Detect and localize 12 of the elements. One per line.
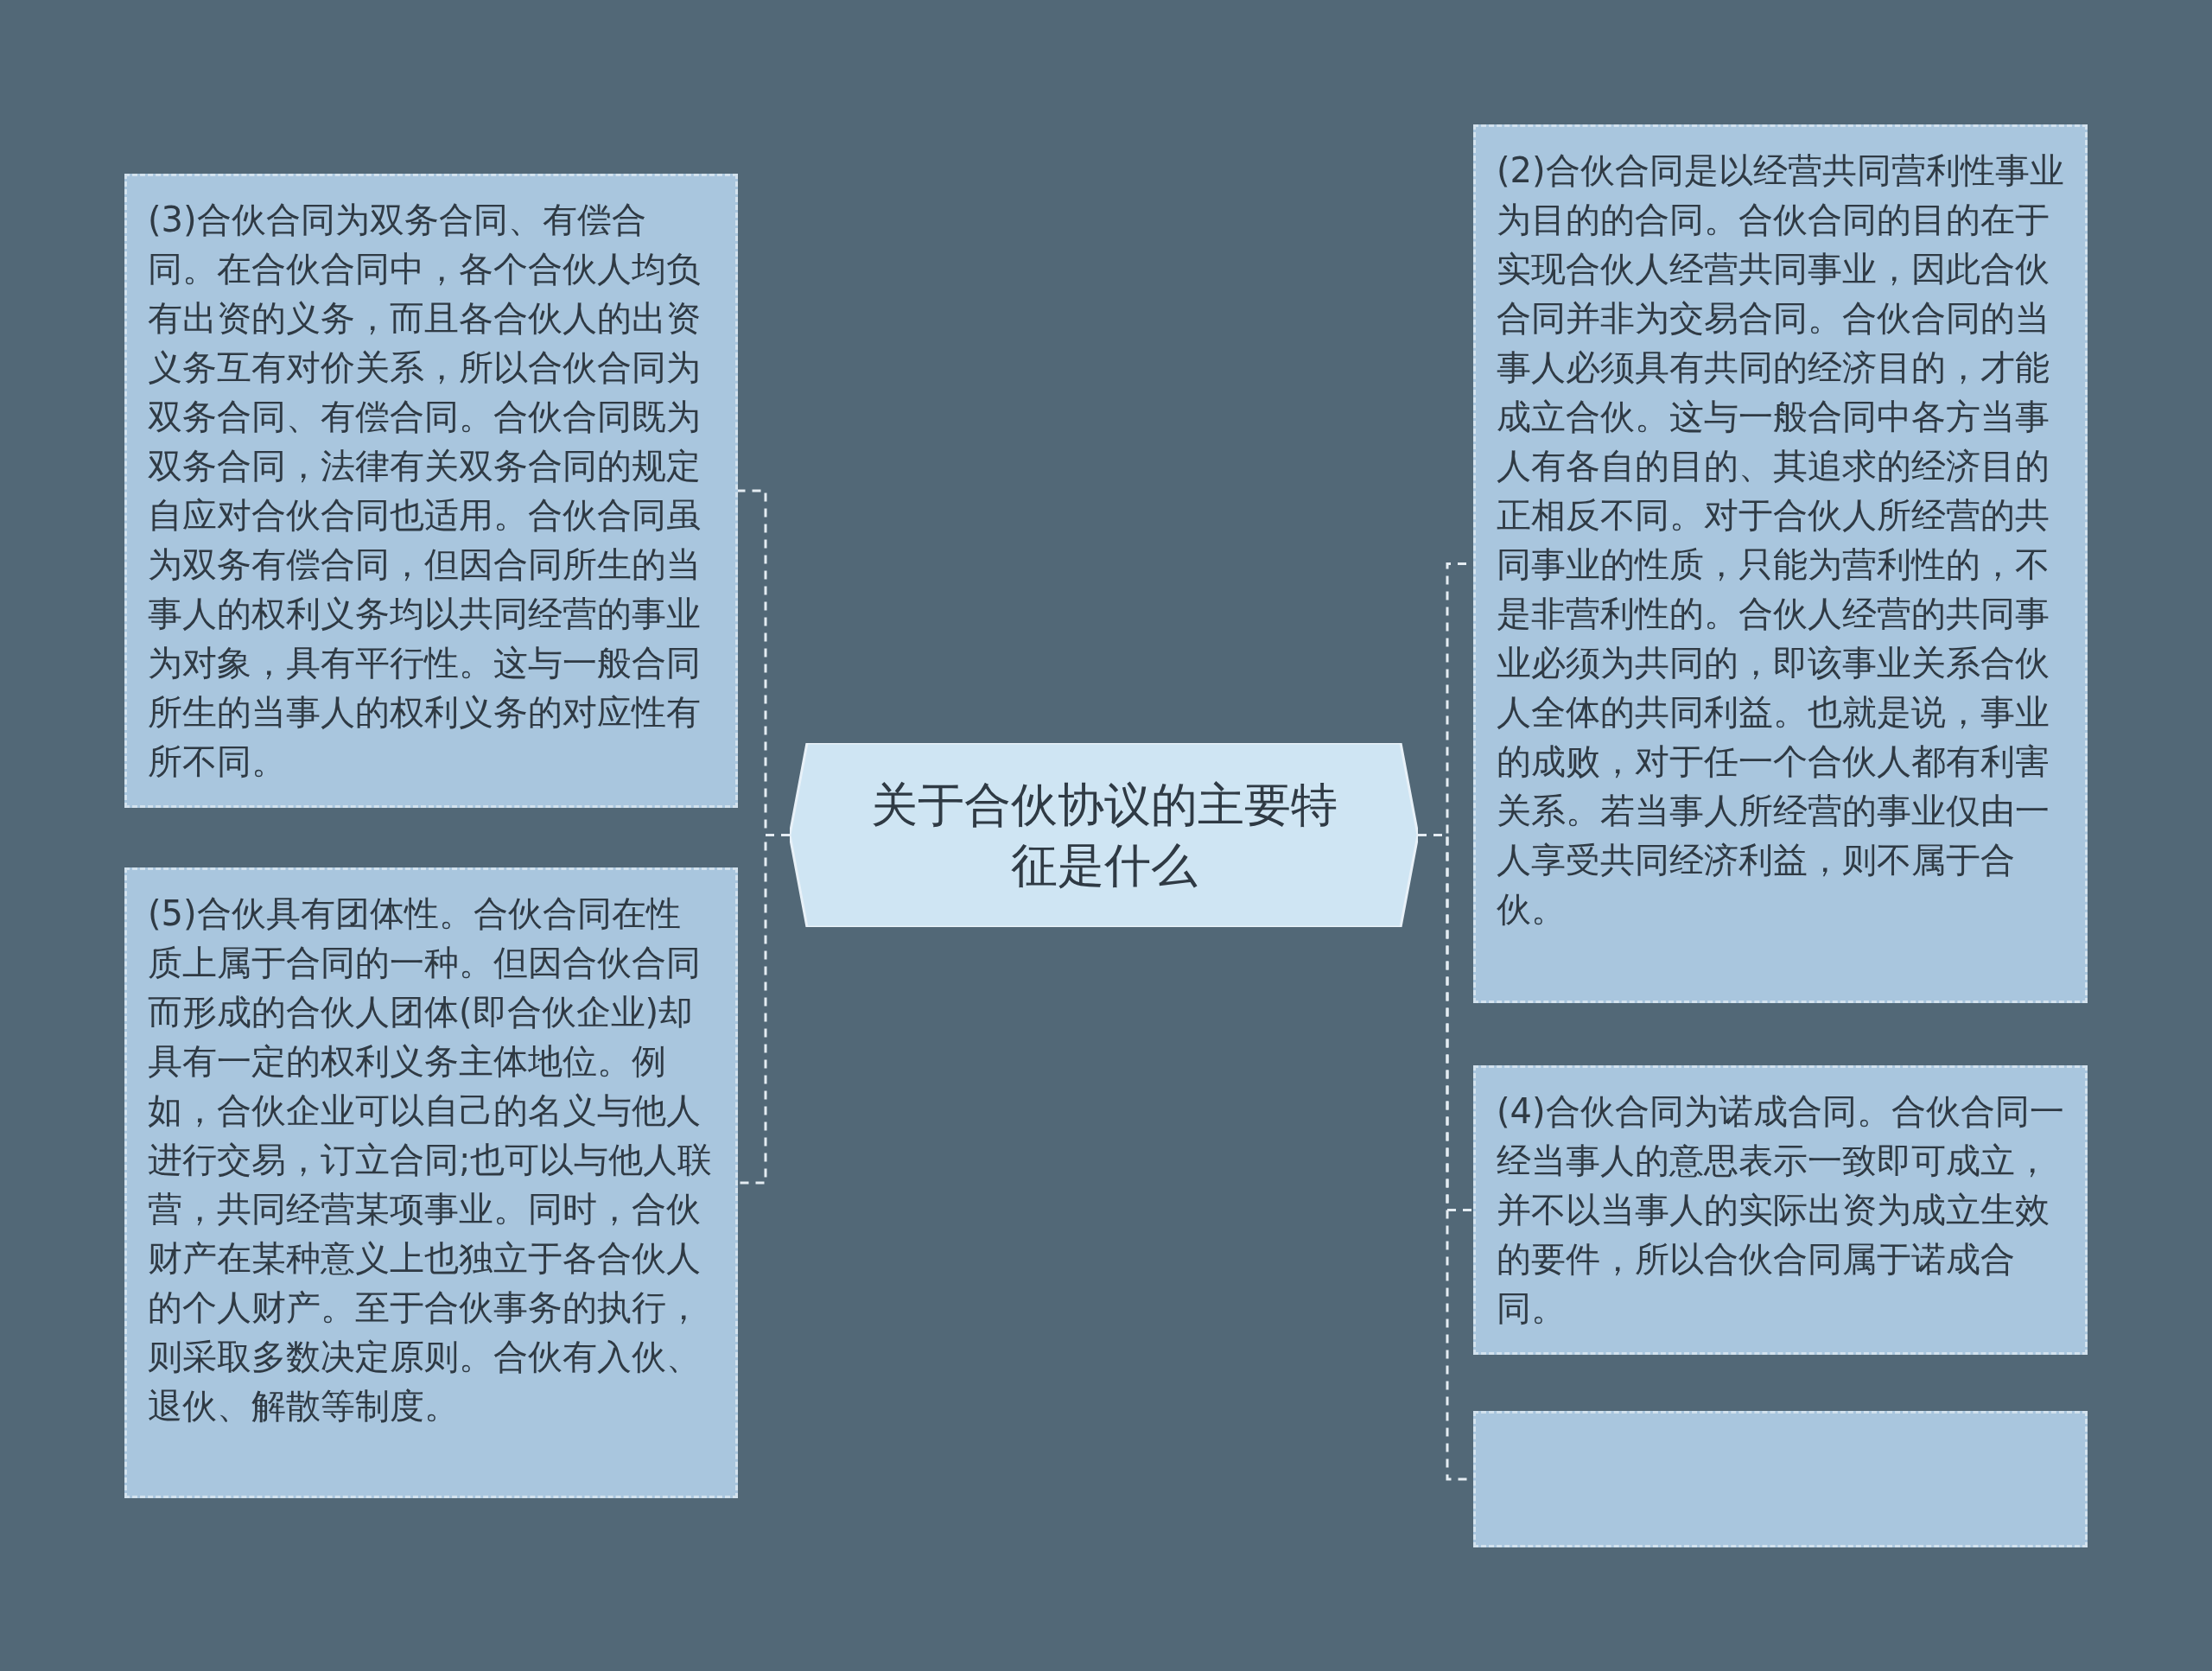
note-text: (3)合伙合同为双务合同、有偿合同。在合伙合同中，各个合伙人均负有出资的义务，而且各合伙人的出资义务互有对价关系，所以合伙合同为双务合同、有偿合同。合伙合同既为双务合同，法律有关双务合同的规定自应对合伙合同也适用。合伙合同虽为双务有偿合同，但因合同所生的当事人的权利义务均以共同经营的事业为对象，具有平行性。这与一般合同所生的当事人的权利义务的对应性有所不同。 [148,199,702,783]
note-text: (5)合伙具有团体性。合伙合同在性质上属于合同的一种。但因合伙合同而形成的合伙人团体(即合伙企业)却具有一定的权利义务主体地位。例如，合伙企业可以自己的名义与他人进行交易，订立合同;也可以与他人联营，共同经营某项事业。同时，合伙财产在某种意义上也独立于各合伙人的个人财产。至于合伙事务的执行，则采取多数决定原则。合伙有入伙、退伙、解散等制度。 [148,893,714,1427]
note-box [124,867,738,1498]
topic-hexagon [790,743,1418,927]
note-text: (2)合伙合同是以经营共同营利性事业为目的的合同。合伙合同的目的在于实现合伙人经营共同事业，因此合伙合同并非为交易合同。合伙合同的当事人必须具有共同的经济目的，才能成立合伙。这与一般合同中各方当事人有各自的目的、其追求的经济目的正相反不同。对于合伙人所经营的共同事业的性质，只能为营利性的，不是非营利性的。合伙人经营的共同事业必须为共同的，即该事业关系合伙人全体的共同利益。也就是说，事业的成败，对于任一个合伙人都有利害关系。若当事人所经营的事业仅由一人享受共同经济利益，则不属于合伙。 [1497,149,2064,931]
note-box [124,174,738,808]
note-box [1473,1065,2088,1355]
note-text: (4)合伙合同为诺成合同。合伙合同一经当事人的意思表示一致即可成立，并不以当事人的实际出资为成立生效的要件，所以合伙合同属于诺成合同。 [1497,1090,2064,1330]
connector [738,834,790,1185]
topic-text: 关于合伙协议的主要特征是什么 [869,776,1338,894]
empty-box [1473,1411,2088,1547]
note-box [1473,124,2088,1003]
